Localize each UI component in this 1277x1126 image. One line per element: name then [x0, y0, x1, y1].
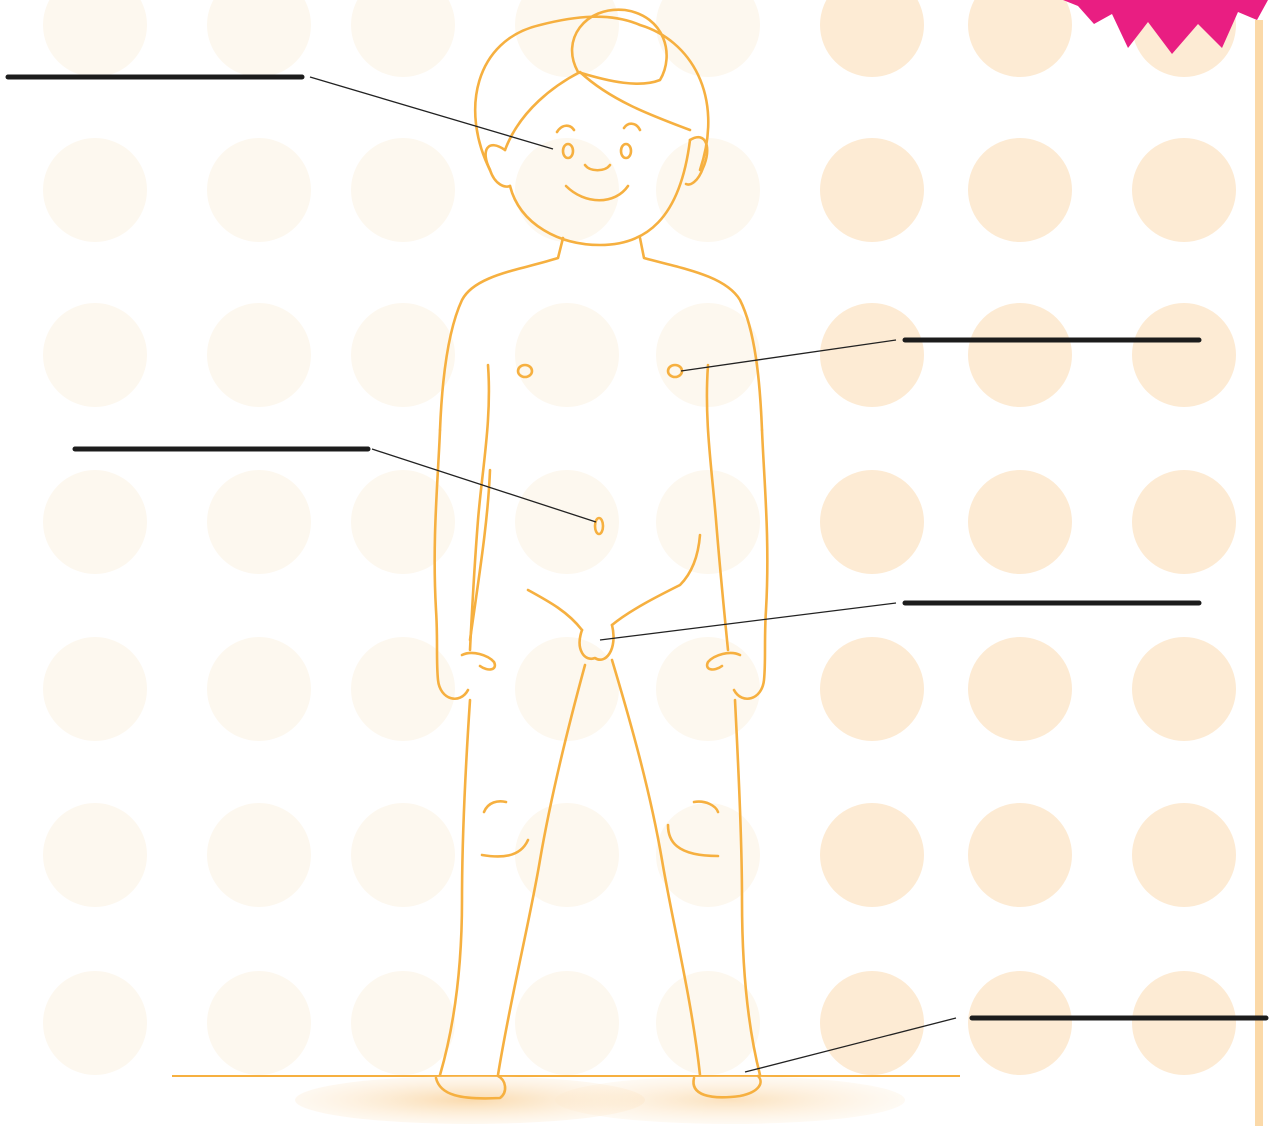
shoulder-left: [440, 238, 563, 430]
leader-line-genitals: [600, 603, 896, 640]
hair-fringe: [505, 72, 690, 150]
eyebrow-right: [624, 124, 640, 130]
leader-lines: [310, 77, 956, 1072]
knee-right-top: [694, 802, 718, 812]
eye-right: [621, 144, 631, 158]
knee-left-top: [484, 801, 506, 812]
face: [510, 140, 690, 245]
arm-left-inner: [470, 365, 489, 650]
arm-right-outer: [734, 430, 767, 699]
leg-right-inner: [612, 660, 700, 1075]
leg-left-outer: [440, 700, 470, 1075]
arm-left-outer: [435, 430, 468, 699]
nipple-right: [668, 365, 682, 377]
knee-right: [668, 825, 718, 856]
hand-right: [707, 653, 740, 670]
navel: [595, 518, 603, 534]
eyebrow-left: [557, 126, 574, 132]
hand-left: [462, 653, 495, 670]
hair-swirl: [572, 10, 667, 84]
leg-right-outer: [735, 700, 760, 1075]
leader-line-nipple: [681, 340, 896, 371]
leader-line-eye: [310, 77, 553, 149]
nipple-left: [518, 365, 532, 377]
floor-shadow-right: [555, 1076, 905, 1124]
ear-left: [486, 145, 510, 186]
leg-left-inner: [498, 665, 585, 1075]
eye-left: [563, 144, 573, 158]
shoulder-right: [640, 238, 762, 430]
arm-right-inner: [707, 365, 728, 650]
answer-blanks: [8, 77, 1266, 1018]
groin-left: [528, 590, 582, 630]
genitals: [580, 625, 614, 660]
hair: [475, 17, 708, 170]
nose: [585, 165, 610, 170]
torso-right-side: [612, 535, 700, 625]
leader-line-toes: [745, 1018, 956, 1072]
banner-flag: [1063, 0, 1268, 54]
knee-left: [482, 840, 528, 856]
child-figure: [435, 10, 768, 1099]
mouth: [566, 186, 628, 200]
